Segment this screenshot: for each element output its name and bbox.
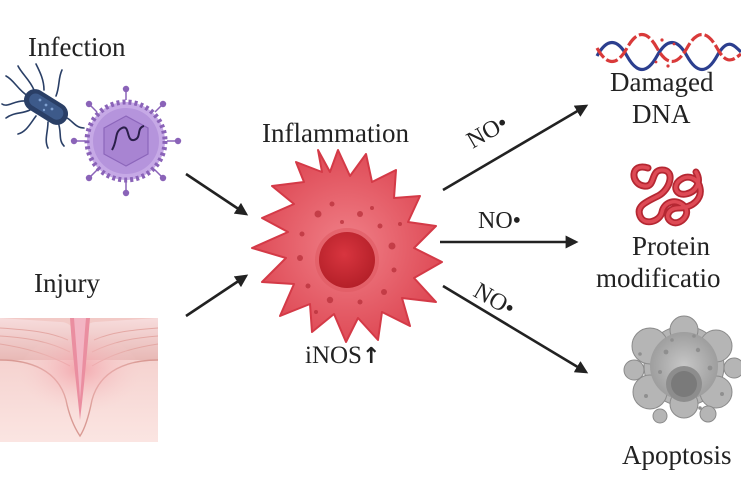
arrow-to-apoptosis: [442, 284, 589, 374]
damaged-dna-label: Damaged DNA: [600, 66, 741, 130]
infection-label: Infection: [28, 32, 126, 62]
injury-label: Injury: [34, 268, 100, 298]
apoptosis-label: Apoptosis: [622, 440, 732, 470]
inflammation-label: Inflammation: [262, 118, 409, 148]
protein-line2: modificatio: [596, 263, 721, 293]
protein-coil-icon: [630, 163, 704, 227]
arrow-injury-to-inflammation: [185, 274, 249, 318]
protein-modification-label: Protein modificatio: [596, 230, 720, 294]
protein-line1: Protein: [632, 231, 710, 261]
inos-text: iNOS: [305, 342, 362, 369]
damaged-dna-icon: [595, 32, 741, 72]
virus-icon: [70, 85, 182, 197]
apoptotic-cell-icon: [623, 315, 741, 424]
arrow-infection-to-inflammation: [185, 172, 249, 216]
up-arrow-icon: ↑: [361, 344, 381, 369]
inflamed-cell-icon: [251, 149, 443, 343]
inos-label: iNOS↑: [305, 342, 380, 370]
skin-wound-icon: [0, 318, 159, 442]
no-label-protein: NO•: [478, 208, 522, 234]
arrow-to-damaged-dna: [442, 104, 589, 192]
bacterium-icon: [1, 63, 85, 149]
damaged-dna-line2: DNA: [632, 99, 691, 129]
damaged-dna-line1: Damaged: [610, 67, 714, 97]
